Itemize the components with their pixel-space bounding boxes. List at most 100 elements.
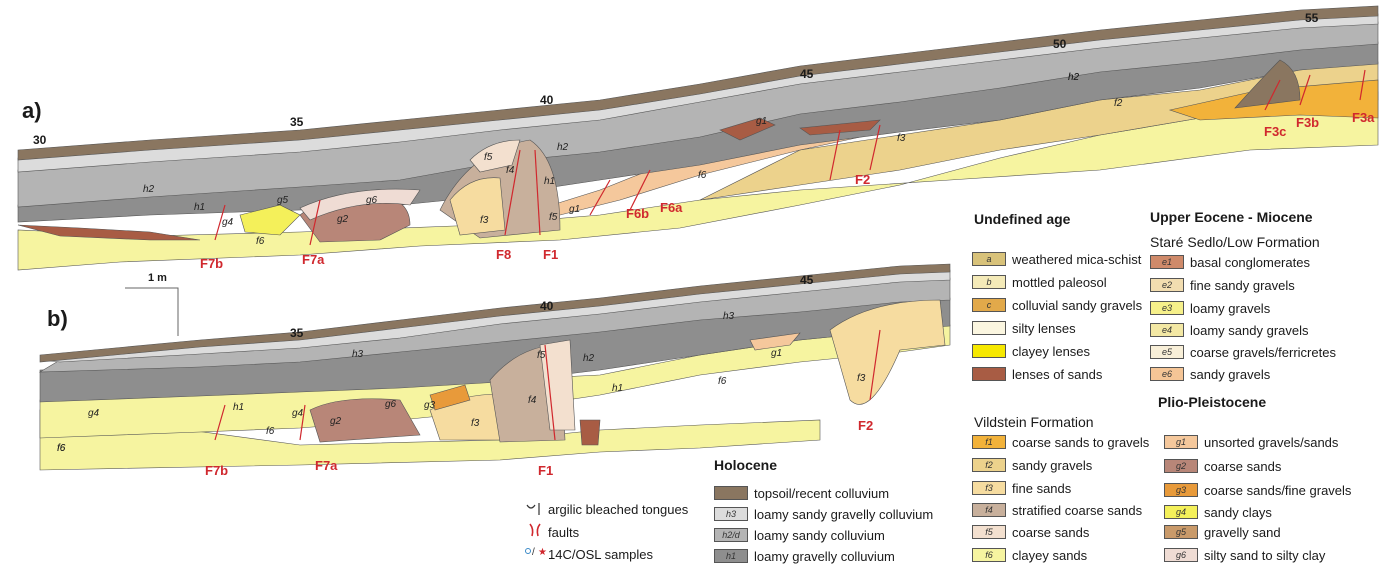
fault-label: F3b [1296, 115, 1320, 130]
unit-label: f4 [506, 165, 515, 176]
unit-label: f6 [698, 170, 707, 181]
profile-b [38, 263, 951, 471]
svg-text:★: ★ [538, 547, 547, 558]
swatch: g3 [1164, 483, 1198, 497]
unit-label: f6 [256, 236, 265, 247]
fault-label: F7a [315, 458, 338, 473]
fault-label: F2 [855, 172, 871, 187]
unit-label: h3 [723, 311, 735, 322]
fault-label: F1 [538, 463, 554, 478]
fault-icon [529, 523, 541, 537]
unit-label: f3 [471, 418, 480, 429]
unit-label: g1 [569, 204, 581, 215]
panel-label-b: b) [47, 306, 68, 331]
unit-label: f3 [857, 373, 866, 384]
unit-label: h1 [233, 402, 245, 413]
legend-holocene-title: Holocene [714, 457, 778, 473]
fault-label: F6b [626, 206, 650, 221]
unit-label: g6 [385, 399, 397, 410]
swatch [972, 367, 1006, 381]
swatch [714, 486, 748, 500]
swatch: f2 [972, 458, 1006, 472]
legend-item: silty lenses [972, 320, 1076, 336]
unit-label: g4 [292, 408, 304, 419]
sample-icon: / ★ [525, 547, 547, 558]
unit-label: f6 [266, 426, 275, 437]
legend-eocene-subtitle: Staré Sedlo/Low Formation [1150, 234, 1320, 250]
fault-label: F7b [200, 256, 224, 271]
unit-label: f3 [480, 215, 489, 226]
meter-mark: 30 [33, 133, 47, 147]
fault-label: F1 [543, 247, 559, 262]
legend-eocene-title: Upper Eocene - Miocene [1150, 209, 1313, 225]
meter-mark: 40 [540, 93, 554, 107]
legend-symbol-label: 14C/OSL samples [548, 547, 654, 562]
fault-label: F7b [205, 463, 229, 478]
swatch: g4 [1164, 505, 1198, 519]
unit-label: f5 [537, 350, 546, 361]
unit-label: h2 [583, 353, 595, 364]
scale-bar-label: 1 m [148, 272, 167, 284]
swatch: g6 [1164, 548, 1198, 562]
unit-label: h1 [544, 176, 556, 187]
unit-label: f4 [528, 395, 537, 406]
unit-label: g2 [337, 214, 349, 225]
unit-label: g4 [88, 408, 100, 419]
legend-symbol-label: faults [548, 525, 580, 540]
unit-label: f3 [897, 133, 906, 144]
swatch: e5 [1150, 345, 1184, 359]
swatch: b [972, 275, 1006, 289]
legend-plio-subtitle: Vildstein Formation [974, 414, 1094, 430]
unit-label: g1 [756, 116, 768, 127]
unit-label: g4 [222, 217, 234, 228]
swatch: f6 [972, 548, 1006, 562]
unit-label: f5 [549, 212, 558, 223]
legend-item: lenses of sands [972, 366, 1102, 382]
unit-label: f6 [57, 443, 66, 454]
swatch: e2 [1150, 278, 1184, 292]
swatch: c [972, 298, 1006, 312]
meter-mark: 45 [800, 67, 814, 81]
meter-mark: 35 [290, 115, 304, 129]
swatch: h1 [714, 549, 748, 563]
unit-label: g3 [424, 400, 436, 411]
unit-label: g2 [330, 416, 342, 427]
swatch: a [972, 252, 1006, 266]
swatch: f3 [972, 481, 1006, 495]
swatch: g5 [1164, 525, 1198, 539]
meter-mark: 40 [540, 299, 554, 313]
meter-mark: 45 [800, 273, 814, 287]
unit-label: h2 [1068, 72, 1080, 83]
swatch: e6 [1150, 367, 1184, 381]
unit-label: f6 [57, 443, 66, 454]
fault-label: F3a [1352, 110, 1375, 125]
fault-label: F8 [496, 247, 512, 262]
swatch: f1 [972, 435, 1006, 449]
legend-item: topsoil/recent colluvium [714, 485, 889, 501]
swatch: f4 [972, 503, 1006, 517]
unit-label: h1 [194, 202, 206, 213]
unit-label: g6 [366, 195, 378, 206]
unit-label: h3 [352, 349, 364, 360]
unit-label: f2 [1114, 98, 1123, 109]
fault-label: F6a [660, 200, 683, 215]
fault-label: F7a [302, 252, 325, 267]
swatch: h2/d [714, 528, 748, 542]
fault-label: F3c [1264, 124, 1287, 139]
